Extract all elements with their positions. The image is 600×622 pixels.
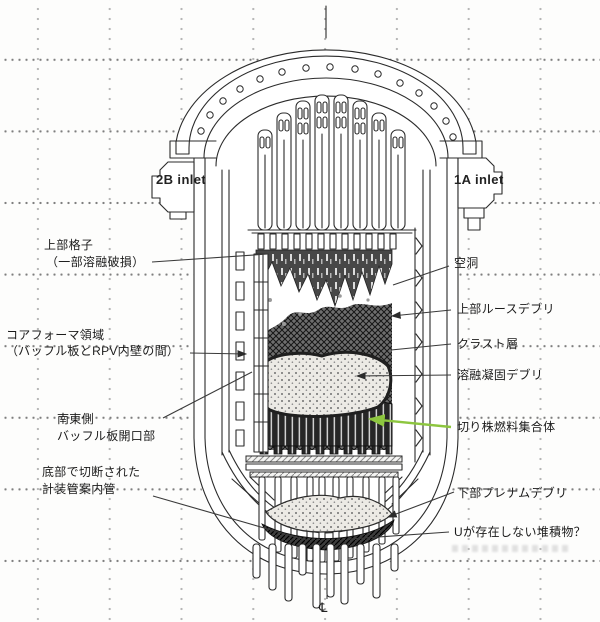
label-molten-debris: 溶融凝固デブリ	[457, 368, 544, 382]
upper-guide-channels	[247, 94, 417, 231]
label-lower-plenum-debris: 下部プレナムデブリ	[457, 486, 568, 500]
label-stub-fuel: 切り株燃料集合体	[457, 420, 556, 434]
intact-peripheral-fuel-column	[253, 253, 269, 453]
leader-cut-tubes	[152, 495, 307, 541]
label-cavity: 空洞	[454, 256, 479, 270]
leader-stub-fuel-green-arrow	[367, 414, 452, 429]
leader-upper-loose-debris	[390, 309, 452, 319]
leader-no-uranium-deposit	[349, 531, 450, 540]
label-upper-grid-line2: （一部溶融破損）	[46, 255, 145, 269]
centerline-symbol: ℄	[319, 600, 328, 615]
head-vent-holes	[197, 63, 457, 141]
instrument-guide-tubes-bottom	[252, 543, 399, 609]
label-se-baffle-line1: 南東側	[57, 412, 94, 426]
upper-grid	[251, 232, 413, 250]
label-inlet-2b: 2B inlet	[156, 172, 207, 187]
label-cut-tubes-line2: 計装管案内管	[42, 482, 116, 496]
label-inlet-1a: 1A inlet	[454, 172, 504, 187]
label-cut-tubes-line1: 底部で切断された	[42, 465, 141, 479]
lower-plenum	[231, 476, 419, 563]
label-no-uranium-deposit: Uが存在しない堆積物？	[454, 525, 586, 539]
leader-crust-layer	[390, 343, 452, 351]
leader-lower-plenum-debris	[386, 491, 455, 518]
label-crust-layer: クラスト層	[457, 337, 519, 351]
label-core-former-line2: （バッフル板とRPV内壁の間）	[6, 344, 180, 358]
lower-core-support-plates	[245, 455, 403, 478]
inlet-nozzle-2B	[151, 161, 195, 220]
leader-se-baffle	[162, 371, 253, 419]
label-se-baffle-line2: バッフル板開口部	[57, 429, 156, 443]
melted-stalactites	[255, 249, 393, 308]
label-upper-loose-debris: 上部ルースデブリ	[457, 302, 555, 316]
label-upper-grid-line1: 上部格子	[44, 238, 94, 252]
leader-upper-grid	[151, 253, 269, 263]
molten-solidified-debris-region	[254, 350, 393, 418]
leader-lines	[151, 253, 455, 541]
inlet-nozzle-1A	[457, 157, 503, 231]
leader-molten-debris	[355, 372, 452, 380]
core-damage-region	[253, 249, 393, 455]
label-core-former-line1: コアフォーマ領域	[6, 328, 105, 342]
faint-illegible-text	[452, 545, 570, 552]
leader-cavity	[392, 265, 450, 286]
leader-core-former	[189, 350, 248, 358]
